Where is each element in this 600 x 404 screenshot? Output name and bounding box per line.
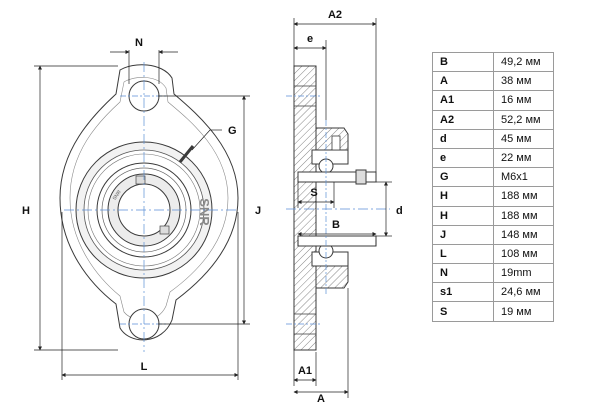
insert-marking: SNR bbox=[112, 189, 123, 201]
set-screw-top bbox=[135, 175, 146, 185]
spec-key: B bbox=[432, 51, 494, 73]
spec-key: H bbox=[432, 205, 494, 226]
spec-value: 148 мм bbox=[493, 224, 554, 245]
spec-value: 19mm bbox=[493, 263, 554, 284]
set-screw-bottom bbox=[159, 225, 170, 235]
spec-value: 188 мм bbox=[493, 186, 554, 207]
flange-inner-contour bbox=[69, 77, 229, 321]
dim-label-A1: A1 bbox=[298, 365, 312, 377]
spec-value: 188 мм bbox=[493, 205, 554, 226]
grease-nipple bbox=[178, 145, 195, 163]
spec-key: e bbox=[432, 147, 494, 169]
dim-label-S: S bbox=[310, 187, 317, 199]
spec-value: 22 мм bbox=[493, 147, 554, 169]
front-dimensions bbox=[34, 49, 250, 380]
side-view bbox=[286, 65, 390, 351]
spec-key: s1 bbox=[432, 282, 494, 303]
spec-key: d bbox=[432, 128, 494, 149]
side-grease-nipple bbox=[331, 135, 341, 151]
spec-key: J bbox=[432, 224, 494, 245]
side-flange bbox=[293, 65, 317, 351]
housing-marking: SNR bbox=[197, 198, 212, 226]
dim-label-B: B bbox=[332, 219, 340, 231]
spec-key: L bbox=[432, 243, 494, 265]
dim-label-e: e bbox=[307, 33, 313, 45]
side-inner-ring-top bbox=[297, 171, 377, 183]
spec-value: 52,2 мм bbox=[493, 109, 554, 130]
spec-key: N bbox=[432, 263, 494, 284]
dim-label-A: A bbox=[317, 393, 325, 404]
spec-value: 49,2 мм bbox=[493, 51, 554, 73]
side-housing-bottom bbox=[315, 265, 349, 289]
dim-label-A2: A2 bbox=[328, 9, 342, 21]
bearing-unit-drawing: SNR SNR N H J L G bbox=[22, 9, 403, 404]
spec-value: 19 мм bbox=[493, 301, 554, 322]
spec-value: 108 мм bbox=[493, 243, 554, 265]
spec-value: 16 мм bbox=[493, 90, 554, 111]
side-set-screw bbox=[355, 169, 367, 185]
spec-key: A2 bbox=[432, 109, 494, 130]
side-inner-ring-bottom bbox=[297, 235, 377, 247]
spec-key: G bbox=[432, 167, 494, 188]
spec-key: H bbox=[432, 186, 494, 207]
spec-value: 24,6 мм bbox=[493, 282, 554, 303]
spec-value: 45 мм bbox=[493, 128, 554, 149]
spec-value: M6x1 bbox=[493, 167, 554, 188]
dim-label-H: H bbox=[22, 205, 30, 217]
dim-label-N: N bbox=[135, 37, 143, 49]
dim-label-d: d bbox=[396, 205, 403, 217]
spec-key: A1 bbox=[432, 90, 494, 111]
dim-label-J: J bbox=[255, 205, 261, 217]
spec-key: A bbox=[432, 71, 494, 92]
dim-label-L: L bbox=[141, 361, 148, 373]
front-view: SNR SNR bbox=[59, 62, 239, 352]
dim-label-G: G bbox=[228, 125, 237, 137]
spec-value: 38 мм bbox=[493, 71, 554, 92]
side-dimensions bbox=[293, 18, 392, 398]
spec-key: S bbox=[432, 301, 494, 322]
